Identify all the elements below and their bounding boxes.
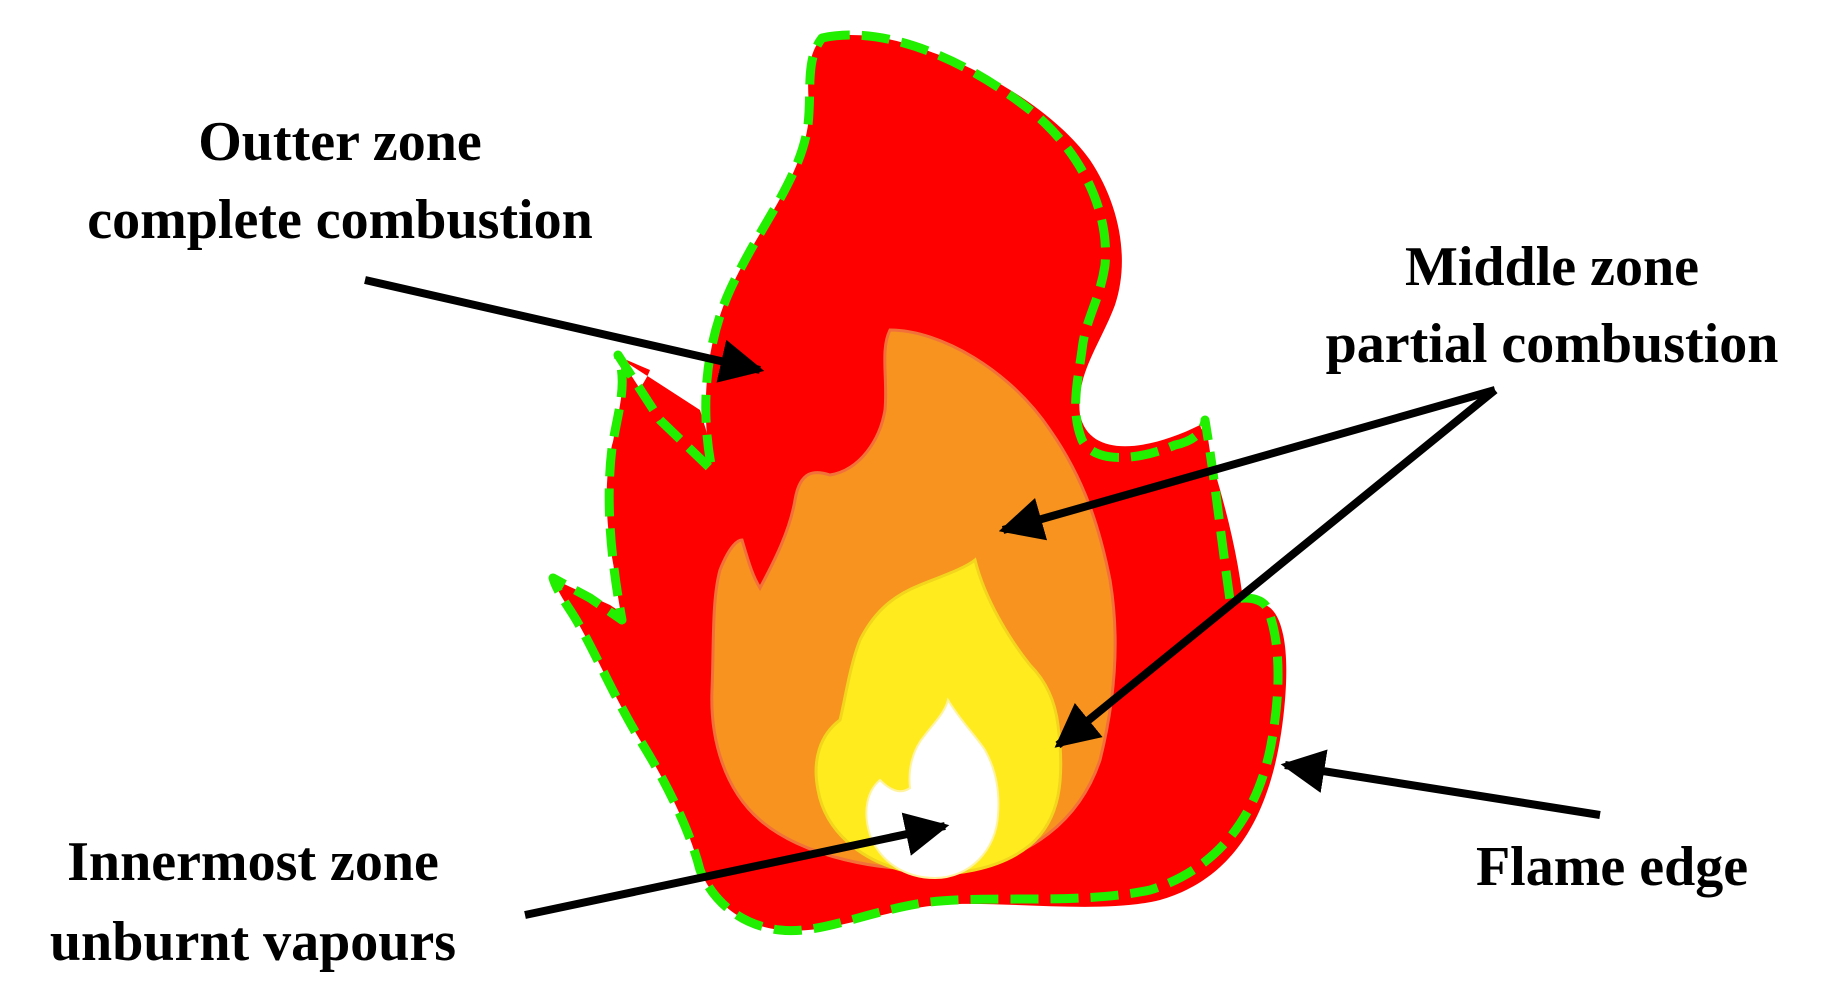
label-innermost-zone-line1: Innermost zone [67, 831, 439, 893]
label-flame-edge: Flame edge [1476, 836, 1748, 898]
arrow-innermost-zone [524, 812, 950, 919]
arrow-flame-edge [1280, 749, 1601, 819]
arrow-middle-zone-2 [1054, 386, 1498, 749]
arrow-middle-zone-1 [998, 386, 1497, 541]
arrow-outer-zone [364, 276, 765, 383]
label-outer-zone-line2: complete combustion [87, 189, 593, 251]
label-innermost-zone-line2: unburnt vapours [50, 911, 456, 973]
label-middle-zone-line1: Middle zone [1405, 236, 1699, 298]
label-middle-zone-line2: partial combustion [1326, 313, 1779, 375]
label-outer-zone-line1: Outter zone [198, 111, 482, 173]
